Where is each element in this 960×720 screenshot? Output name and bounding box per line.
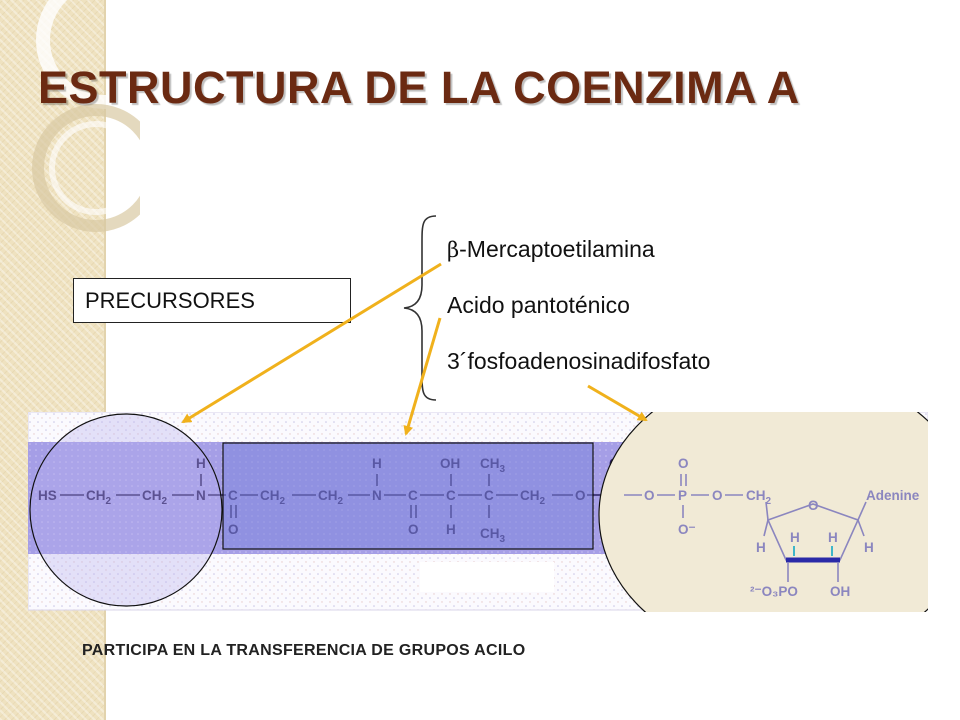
footer-note: PARTICIPA EN LA TRANSFERENCIA DE GRUPOS … [82,642,526,659]
precursor-item: β-Mercaptoetilamina [447,236,655,262]
precursor-item: Acido pantoténico [447,292,630,318]
mercaptoethylamine-ellipse [29,413,223,607]
h-atom: H [828,530,838,545]
band-edge-line [104,0,106,720]
bond [765,501,769,521]
decorative-circles [32,0,140,232]
bond [857,519,865,537]
bond [857,501,867,521]
p-atom: P [678,488,687,503]
slide-title: ESTRUCTURA DE LA COENZIMA A [38,62,800,113]
beta-symbol: β [447,238,460,262]
adenine-label: Adenine [866,488,920,503]
ring-o-atom: O [808,498,819,513]
bond [763,519,769,537]
oh-group: OH [830,584,850,599]
h-atom: H [196,456,206,471]
decorative-left-band [0,0,104,720]
o-atom: O [678,456,689,471]
ribose-ring [766,503,860,561]
n-atom: N [196,488,206,503]
o-atom: O [644,488,655,503]
ch2-group: CH2 [86,488,112,507]
ch2-group: CH2 [746,488,772,507]
h-atom: H [864,540,874,555]
curly-brace [403,215,437,401]
o-minus: O⁻ [678,522,696,537]
phosphate-group: ²⁻O₃PO [750,584,798,599]
pantothenate-highlight [222,442,594,550]
precursors-box: PRECURSORES [73,278,351,323]
o-atom: O [712,488,723,503]
ch2-group: CH2 [142,488,168,507]
precursor-item: 3´fosfoadenosinadifosfato [447,348,711,374]
coenzyme-a-structure: HSCH2CH2NCCH2CH2NCCCCH2OPHHOHCH3OOOHCH3O… [28,412,928,612]
precursors-label: PRECURSORES [85,288,255,313]
precursor-list: β-Mercaptoetilamina Acido pantoténico 3´… [447,236,710,404]
adenosine-diphosphate-ellipse [598,412,928,612]
h-atom: H [756,540,766,555]
hs-group: HS [38,488,57,503]
white-patch [420,562,554,592]
h-atom: H [790,530,800,545]
